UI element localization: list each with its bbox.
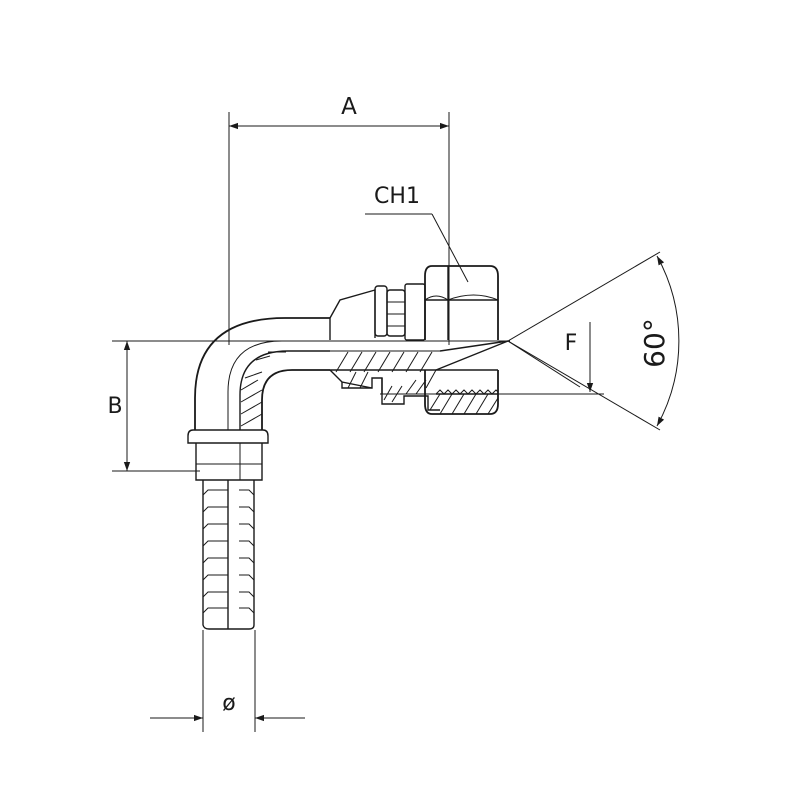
hose-tail <box>202 480 255 630</box>
angle-label: 60° <box>638 318 671 368</box>
straight-section <box>329 289 440 394</box>
dim-ch1-label: CH1 <box>374 184 420 209</box>
elbow-bend <box>194 317 330 430</box>
angle-dimension: 60° <box>507 251 680 431</box>
swivel-collar <box>374 283 440 411</box>
dim-f-label: F <box>565 331 578 356</box>
collar-ring <box>187 429 269 481</box>
dimension-b: B <box>107 340 510 472</box>
diameter-label: ø <box>222 691 235 716</box>
dim-a-label: A <box>341 94 357 120</box>
dimension-a: A <box>228 94 450 345</box>
dim-b-label: B <box>107 394 122 419</box>
hex-nut <box>424 265 509 415</box>
dimension-diameter: ø <box>150 630 305 732</box>
dimension-ch1: CH1 <box>365 184 469 283</box>
